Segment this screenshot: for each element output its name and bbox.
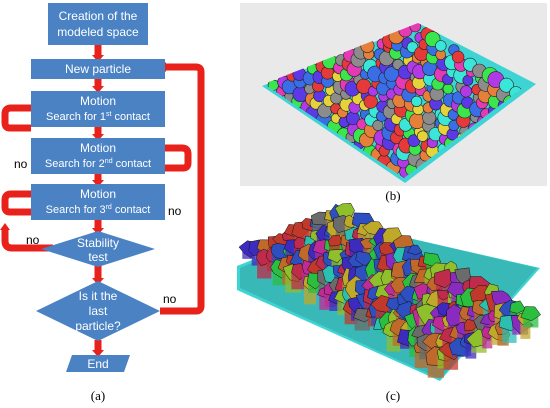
creation-box	[48, 3, 148, 45]
sphere-particle	[435, 40, 447, 52]
particle-side	[358, 228, 369, 244]
sphere-particle	[460, 85, 473, 98]
creation-line2: modeled space	[57, 25, 139, 39]
loop-motion3	[1, 190, 31, 216]
new-particle-box	[31, 59, 165, 79]
crushed-particle	[328, 234, 343, 247]
arrowhead-motion3	[92, 180, 104, 187]
loop-motion2	[165, 144, 192, 172]
crushed-particle	[520, 306, 541, 321]
no-label-2: no	[168, 204, 182, 218]
sphere-particle	[499, 77, 514, 93]
flow-arrows	[1, 45, 205, 352]
last-line1: Is it the	[79, 289, 118, 303]
arrowhead-loop-stability	[0, 223, 10, 230]
crushed-particle	[509, 300, 526, 314]
caption-a: (a)	[91, 388, 105, 403]
stability-diamond	[41, 231, 155, 267]
loop-motion1	[1, 104, 31, 132]
stability-line2: test	[88, 250, 108, 264]
crushed-particle	[327, 249, 345, 264]
arrowhead-new	[92, 55, 104, 62]
arrowhead-motion1	[92, 86, 104, 93]
new-particle-label: New particle	[65, 62, 131, 76]
particle-side	[329, 241, 341, 253]
flowchart: Creation of the modeled space New partic…	[0, 3, 205, 372]
motion3-title: Motion	[80, 187, 116, 201]
particle-side	[319, 292, 330, 310]
arrowhead-motion2	[92, 134, 104, 141]
particle-side	[302, 223, 314, 242]
particle-side	[465, 338, 477, 359]
crushed-particle	[469, 285, 491, 302]
sphere-particle	[411, 95, 423, 107]
end-label: End	[87, 357, 108, 371]
last-line2: last	[89, 304, 108, 318]
particle-side	[520, 317, 531, 339]
motion3-search: Search for 3rd contact	[46, 204, 151, 216]
particle-side	[337, 296, 349, 315]
last-particle-diamond	[36, 281, 160, 341]
loop-stability	[1, 228, 53, 252]
caption-b: (b)	[385, 188, 400, 203]
particle-side	[287, 231, 299, 247]
particle-pack	[238, 203, 541, 378]
end-shape	[66, 355, 130, 372]
sphere-particle	[417, 130, 429, 142]
sphere-particle	[442, 83, 454, 95]
panel-b	[240, 3, 547, 186]
no-label-3: no	[26, 233, 40, 247]
sphere-particle	[363, 94, 378, 109]
sphere-particle	[451, 50, 465, 64]
particle-side	[344, 220, 355, 237]
panel-c	[237, 203, 541, 381]
motion2-box	[31, 138, 165, 174]
no-label-1: no	[14, 157, 28, 171]
motion1-search: Search for 1st contact	[46, 111, 150, 123]
particle-side	[482, 333, 493, 349]
particle-side	[409, 249, 421, 268]
motion2-search: Search for 2nd contact	[45, 158, 151, 170]
motion1-box	[31, 91, 165, 127]
crushed-particle	[436, 289, 451, 301]
crushed-particle	[434, 268, 454, 289]
no-label-4: no	[163, 292, 177, 306]
motion2-title: Motion	[80, 141, 116, 155]
particle-side	[438, 308, 449, 323]
caption-c: (c)	[386, 388, 400, 403]
loop-last	[160, 63, 205, 315]
stability-line1: Stability	[77, 236, 119, 250]
motion1-title: Motion	[80, 94, 116, 108]
last-line3: particle?	[75, 319, 121, 333]
crushed-particle	[407, 244, 423, 256]
arrowhead-end	[92, 350, 104, 357]
creation-line1: Creation of the	[59, 9, 138, 23]
motion3-box	[31, 184, 165, 220]
particle-side	[483, 319, 495, 334]
